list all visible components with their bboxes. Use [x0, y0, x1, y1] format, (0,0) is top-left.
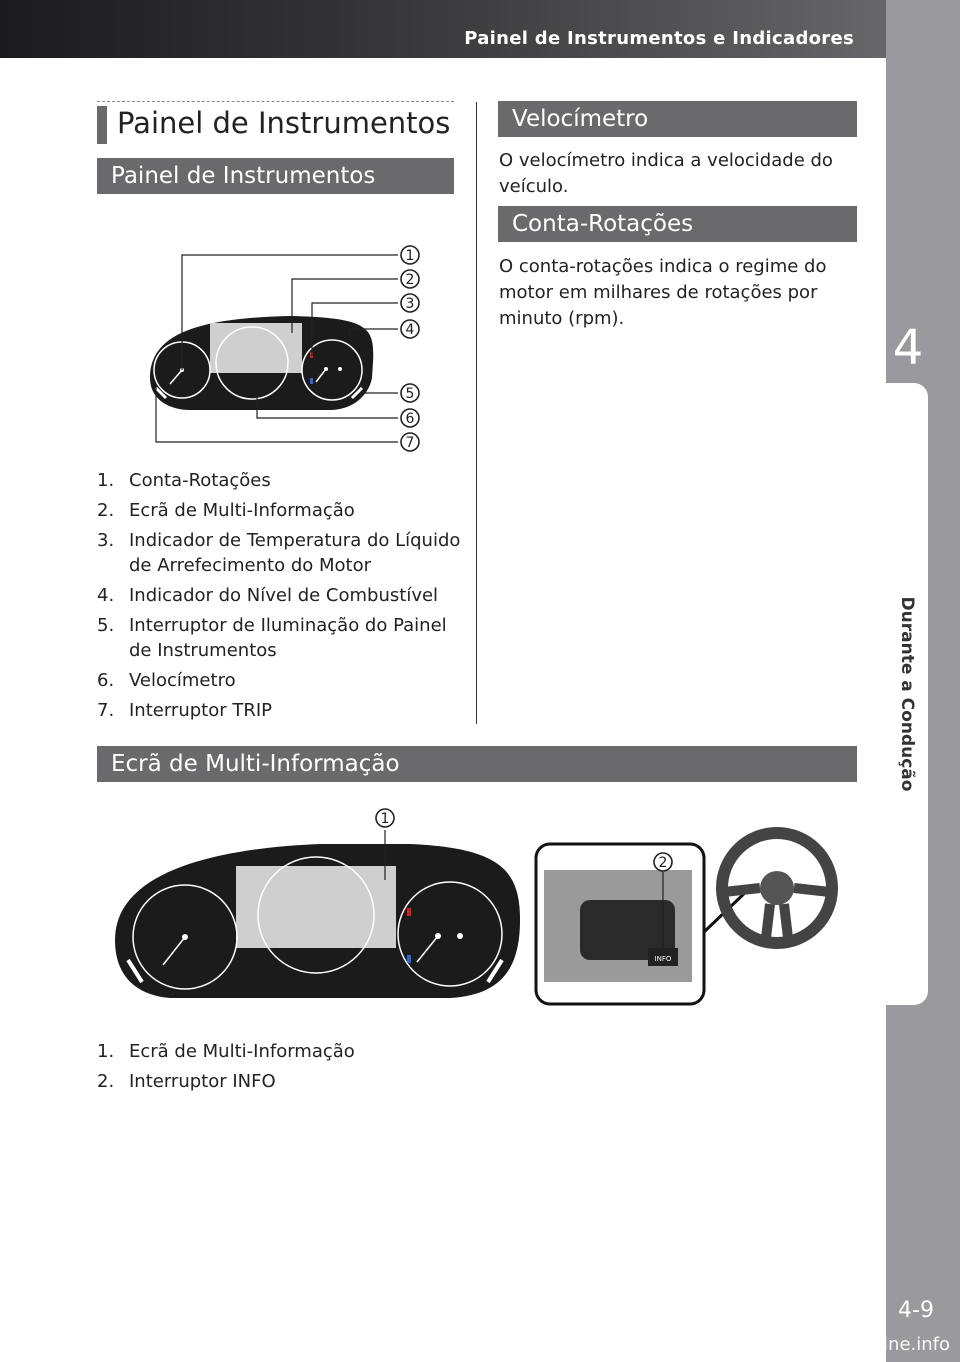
section-title-ecra: Ecrã de Multi-Informação [97, 746, 857, 782]
velocimetro-text: O velocímetro indica a velocidade do veí… [499, 150, 833, 197]
callout-2: 2 [653, 852, 673, 872]
callout-1: 1 [375, 808, 395, 828]
section-title-painel: Painel de Instrumentos [97, 158, 454, 194]
callout-6: 6 [400, 408, 420, 428]
footer-watermark: carmanualsonline.info [750, 1334, 950, 1355]
chapter-label: Durante a Condução [897, 596, 917, 792]
gauge-dial [397, 881, 503, 987]
callout-1: 1 [400, 245, 420, 265]
column-divider [476, 102, 477, 724]
chapter-number: 4 [892, 320, 924, 376]
svg-text:6: 6 [406, 411, 415, 427]
svg-text:3: 3 [406, 296, 415, 312]
ecra-legend-list: 1.Ecrã de Multi-Informação 2.Interruptor… [97, 1039, 462, 1099]
list-item: 2.Interruptor INFO [97, 1071, 276, 1092]
list-item: 2.Ecrã de Multi-Informação [97, 500, 355, 521]
header-title: Painel de Instrumentos e Indicadores [464, 28, 854, 49]
svg-text:1: 1 [406, 248, 415, 264]
callout-2: 2 [400, 269, 420, 289]
page-number: 4-9 [898, 1298, 934, 1323]
callout-4: 4 [400, 319, 420, 339]
svg-text:4: 4 [406, 322, 415, 338]
gauge-dial [301, 339, 363, 401]
section-title-velocimetro: Velocímetro [498, 101, 857, 137]
main-title: Painel de Instrumentos [97, 101, 454, 144]
chapter-tab[interactable] [886, 383, 928, 1005]
list-item: 7.Interruptor TRIP [97, 700, 273, 721]
list-item: 6.Velocímetro [97, 670, 236, 691]
main-title-text: Painel de Instrumentos [117, 106, 451, 140]
svg-text:1: 1 [381, 811, 390, 827]
list-item: 1.Conta-Rotações [97, 470, 271, 491]
svg-text:INFO: INFO [655, 955, 672, 963]
svg-text:2: 2 [659, 855, 668, 871]
list-item: 5.Interruptor de Iluminação do Painel de… [97, 615, 447, 661]
callout-7: 7 [400, 432, 420, 452]
speedometer-dial [257, 856, 375, 974]
callout-3: 3 [400, 293, 420, 313]
display-panel [210, 323, 302, 373]
callout-5: 5 [400, 383, 420, 403]
multi-info-diagram: 1 INFO 2 [115, 808, 838, 1006]
conta-rotacoes-text: O conta-rotações indica o regime do moto… [499, 256, 827, 329]
list-item: 3.Indicador de Temperatura do Líquido de… [97, 530, 461, 576]
speedometer-dial [215, 326, 289, 400]
title-accent-bar [97, 106, 107, 144]
display-panel [236, 866, 396, 948]
tachometer-dial [132, 884, 238, 990]
list-item: 4.Indicador do Nível de Combustível [97, 585, 439, 606]
svg-text:5: 5 [406, 386, 415, 402]
page-header [0, 0, 960, 58]
info-button[interactable] [648, 948, 678, 966]
instrument-panel-diagram: 1 2 3 4 5 6 7 [150, 245, 420, 452]
svg-text:2: 2 [406, 272, 415, 288]
steering-wheel [716, 827, 838, 949]
svg-text:7: 7 [406, 435, 415, 451]
list-item: 1.Ecrã de Multi-Informação [97, 1041, 355, 1062]
section-title-conta-rotacoes: Conta-Rotações [498, 206, 857, 242]
painel-legend-list: 1.Conta-Rotações 2.Ecrã de Multi-Informa… [97, 468, 462, 728]
steering-switch-cluster [580, 900, 675, 960]
